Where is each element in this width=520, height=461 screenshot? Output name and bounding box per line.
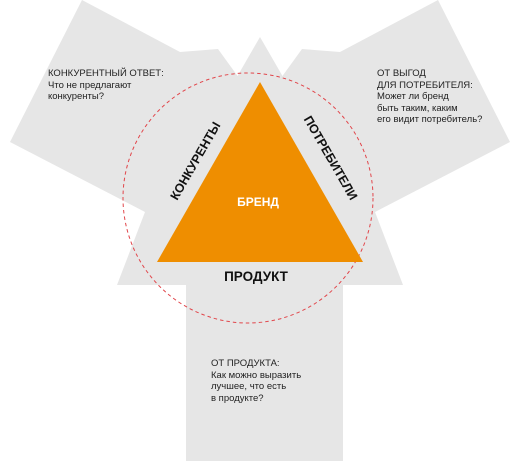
product-note-line: лучшее, что есть <box>211 381 287 392</box>
product-note: ОТ ПРОДУКТА: Как можно выразить лучшее, … <box>211 358 301 404</box>
product-note-line: Как можно выразить <box>211 369 302 381</box>
brand-label: БРЕНД <box>237 195 279 209</box>
product-note-title: ОТ ПРОДУКТА: <box>211 358 280 369</box>
dashed-circle <box>122 72 374 324</box>
competitor-note-line: Что не предлагают <box>48 79 132 91</box>
consumer-note-line: быть таким, каким <box>377 102 458 114</box>
product-label: ПРОДУКТ <box>224 269 289 284</box>
consumer-note: ОТ ВЫГОД ДЛЯ ПОТРЕБИТЕЛЯ: Может ли бренд… <box>377 68 482 126</box>
arrow-competitor <box>10 0 268 285</box>
consumer-note-title: ДЛЯ ПОТРЕБИТЕЛЯ: <box>377 79 473 91</box>
consumer-note-line: его видит потребитель? <box>377 114 483 125</box>
consumer-note-title: ОТ ВЫГОД <box>377 68 426 79</box>
product-note-line: в продукте? <box>211 392 264 404</box>
arrow-consumer <box>252 0 510 285</box>
competitor-note-line: конкуренты? <box>48 91 104 102</box>
competitor-note-title: КОНКУРЕНТНЫЙ ОТВЕТ: <box>48 68 164 79</box>
competitor-note: КОНКУРЕНТНЫЙ ОТВЕТ: Что не предлагают ко… <box>48 68 164 103</box>
consumer-note-line: Может ли бренд <box>377 91 449 102</box>
brand-triangle <box>157 82 363 262</box>
